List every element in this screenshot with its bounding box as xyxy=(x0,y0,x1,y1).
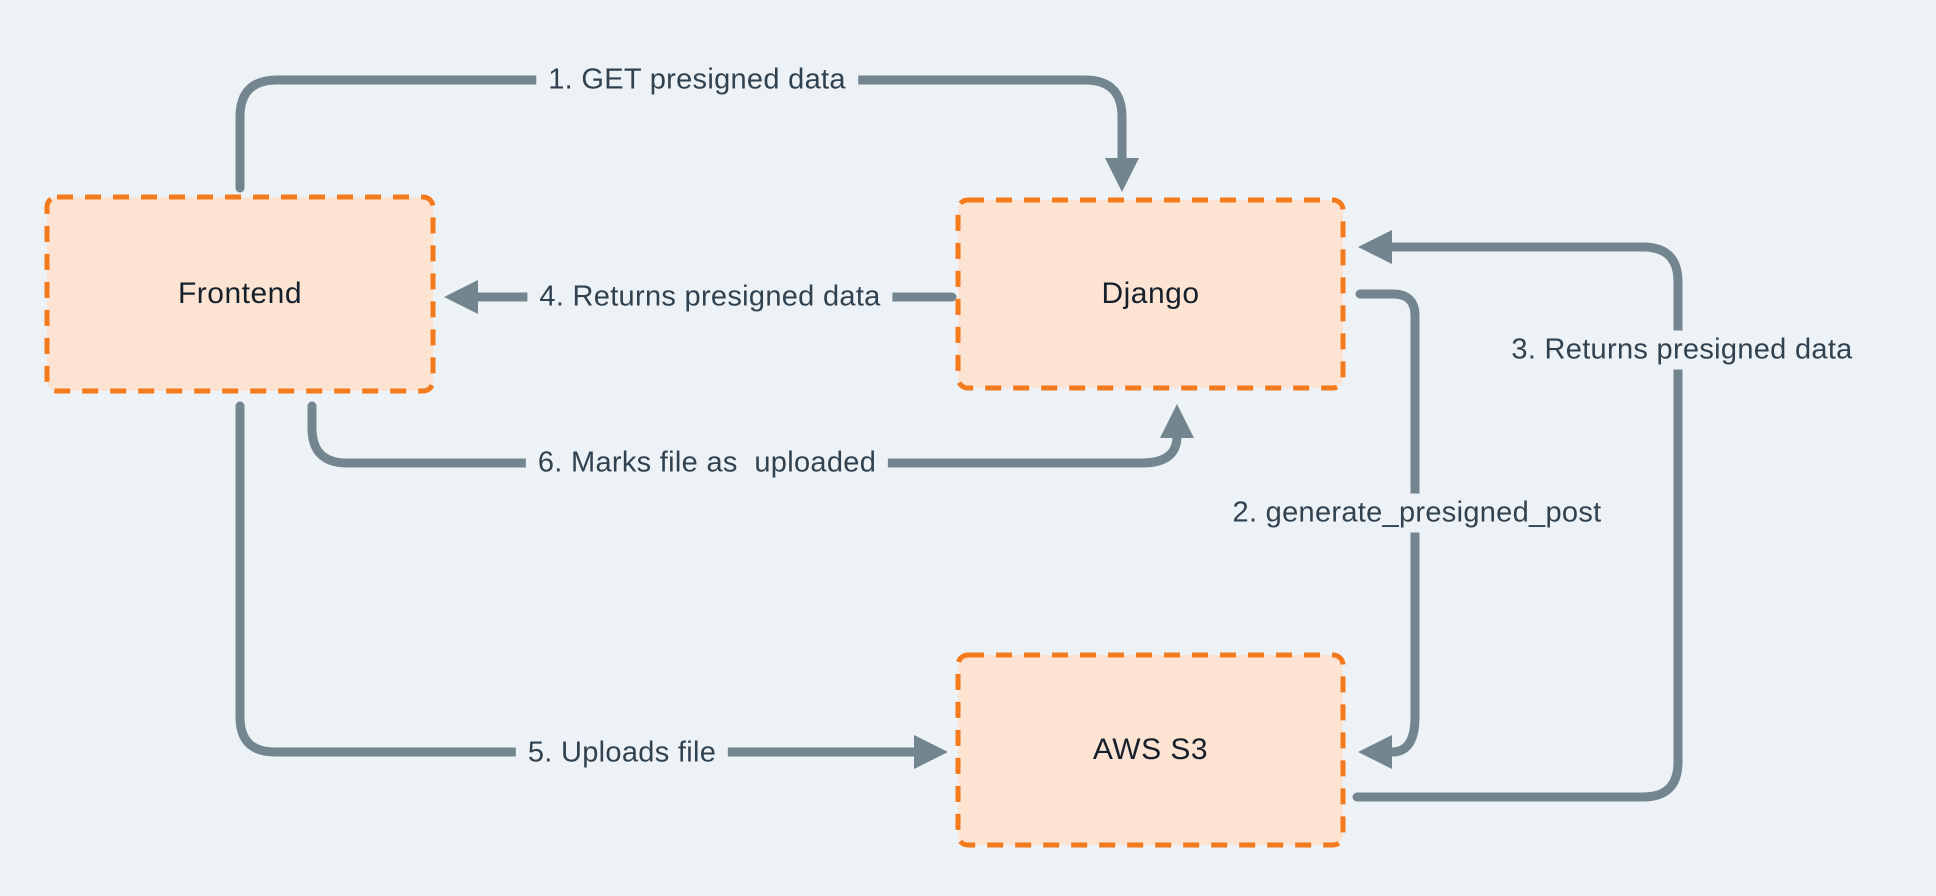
edge-2-arrowhead-icon xyxy=(1358,735,1392,769)
frontend-node-label: Frontend xyxy=(177,277,303,310)
edge-6-arrowhead-icon xyxy=(1160,404,1194,438)
aws-s3-node-box xyxy=(955,652,1346,848)
edge-4-arrowhead-icon xyxy=(444,280,478,314)
edge-5-label: 5. Uploads file xyxy=(515,733,729,773)
edge-2-path xyxy=(1355,289,1420,757)
edge-3-arrowhead-icon xyxy=(1358,230,1392,264)
edge-3-path xyxy=(1352,242,1683,802)
edge-1-label: 1. GET presigned data xyxy=(536,60,858,100)
edge-6-path xyxy=(307,401,1182,468)
django-node-box xyxy=(955,197,1346,391)
aws-s3-node-label: AWS S3 xyxy=(1092,733,1209,766)
edge-3-label: 3. Returns presigned data xyxy=(1499,330,1865,370)
frontend-node-box xyxy=(44,194,436,394)
edge-1-arrowhead-icon xyxy=(1105,158,1139,192)
edge-4-label: 4. Returns presigned data xyxy=(527,277,893,317)
edge-2-label: 2. generate_presigned_post xyxy=(1220,493,1614,533)
django-node-label: Django xyxy=(1101,277,1200,310)
edge-5-path xyxy=(235,401,919,757)
edge-5-arrowhead-icon xyxy=(914,735,948,769)
edge-6-label: 6. Marks file as uploaded xyxy=(525,443,889,483)
